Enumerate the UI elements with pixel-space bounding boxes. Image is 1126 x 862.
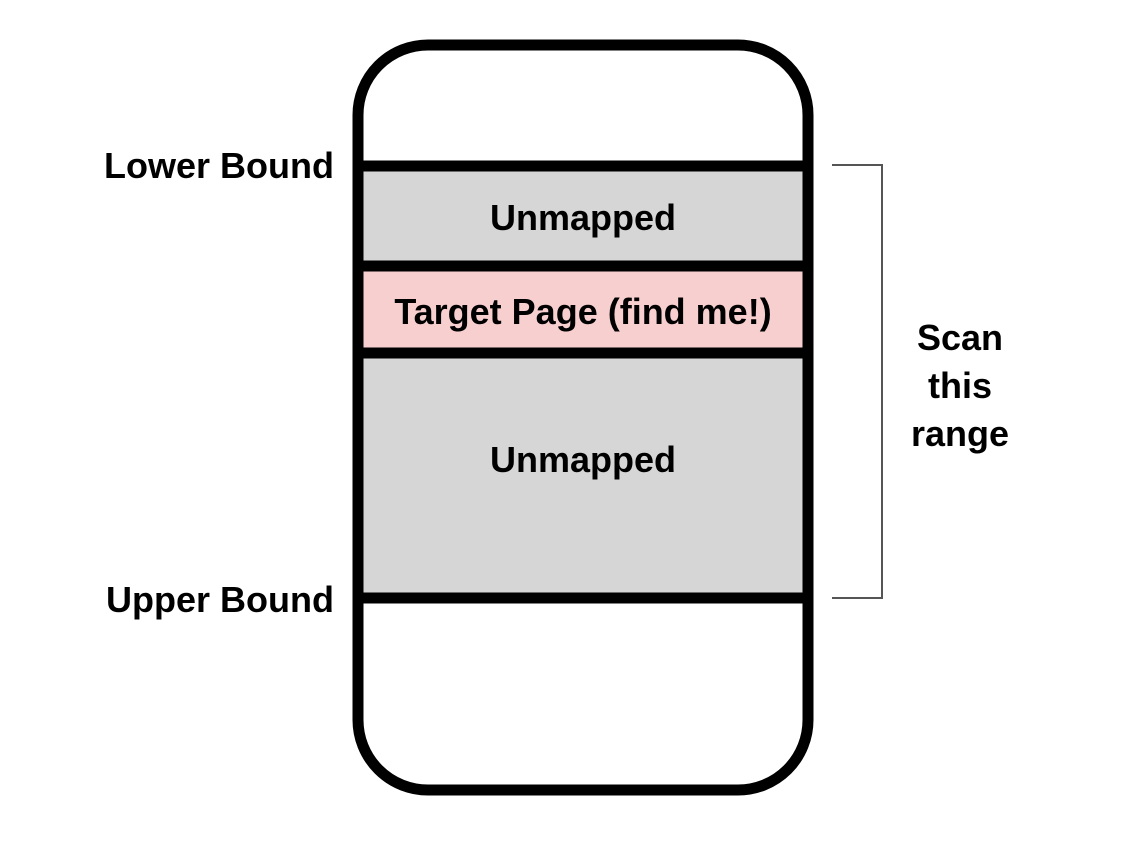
unmapped-region-top — [360, 166, 806, 266]
target-page-region — [360, 266, 806, 353]
scan-range-label: Scan this range — [880, 314, 1040, 458]
scan-range-bracket — [832, 164, 883, 599]
unmapped-top-label: Unmapped — [489, 197, 676, 238]
lower-bound-label: Lower Bound — [104, 145, 334, 186]
scan-range-label-line: Scan — [916, 317, 1004, 358]
address-space-outline — [352, 39, 814, 796]
scan-range-label-line: this — [927, 365, 992, 406]
scan-range-label-line: range — [910, 413, 1010, 454]
target-page-label: Target Page (find me!) — [394, 291, 772, 332]
unmapped-region-bottom — [360, 353, 806, 598]
unmapped-bottom-label: Unmapped — [489, 439, 676, 480]
upper-bound-label: Upper Bound — [106, 579, 334, 620]
